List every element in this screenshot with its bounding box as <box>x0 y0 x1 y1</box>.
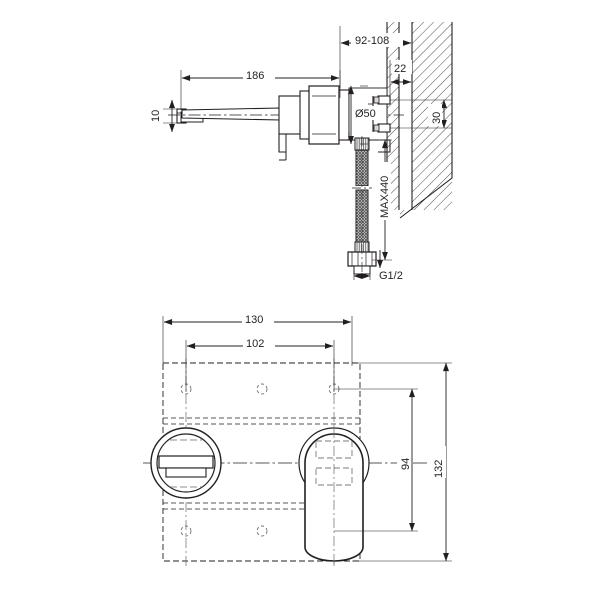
flexible-hose <box>347 136 377 276</box>
dimension-label-spout-projection: 186 <box>246 70 264 82</box>
dimension-label-mounting-hole-width: 102 <box>246 338 264 350</box>
spout-collar-inner <box>278 95 302 135</box>
dimension-label-inlet-vertical-spacing: 30 <box>431 112 443 124</box>
spout-assembly <box>168 85 404 161</box>
spout-profile-upper <box>158 455 214 469</box>
view-side-elevation-section: 92-108 186 10 Ø50 <box>150 22 453 282</box>
spout-escutcheon-front <box>150 427 222 499</box>
lever-handle-body <box>304 433 364 562</box>
body-fixing-arm <box>278 134 286 153</box>
dimension-hose-thread: G1/2 <box>353 250 403 282</box>
escutcheon-body <box>308 85 340 145</box>
dimension-handle-center-offset: 94 <box>334 388 418 532</box>
spout-tube <box>181 107 281 121</box>
dimension-mounting-hole-width: 102 <box>185 335 335 392</box>
dimension-inlet-spacing: 22 <box>389 60 413 98</box>
inlet-upper-port <box>377 95 391 105</box>
dimension-label-escutcheon-diameter: Ø50 <box>355 108 376 120</box>
dimension-escutcheon-diameter: Ø50 <box>348 85 381 145</box>
dimension-label-spout-outlet-height: 10 <box>150 110 162 122</box>
dimension-label-plate-width: 130 <box>245 314 263 326</box>
wall-flange <box>338 89 350 141</box>
dimension-inlet-vertical-spacing: 30 <box>390 99 452 129</box>
dimension-spout-projection: 186 <box>180 68 341 110</box>
inlet-lower-port <box>377 123 391 133</box>
wall-edge-break <box>399 22 453 219</box>
lever-handle-front <box>298 427 370 566</box>
dimension-label-inlet-spacing: 22 <box>394 63 406 75</box>
dimension-hose-max-length: MAX440 <box>368 139 392 261</box>
dimension-label-handle-center-offset: 94 <box>400 458 412 470</box>
view-front-elevation-plate: 130 102 94 132 <box>143 311 452 566</box>
dimension-label-wall-offset-range: 92-108 <box>355 35 389 47</box>
dimension-spout-outlet-height: 10 <box>150 99 186 133</box>
dimension-plate-height: 132 <box>352 362 452 562</box>
dimension-plate-width: 130 <box>162 311 353 366</box>
spout-profile-lower <box>165 467 207 478</box>
dimension-label-hose-max-length: MAX440 <box>379 176 391 218</box>
dimension-label-plate-height: 132 <box>433 460 445 478</box>
dimension-label-hose-thread: G1/2 <box>379 270 403 282</box>
